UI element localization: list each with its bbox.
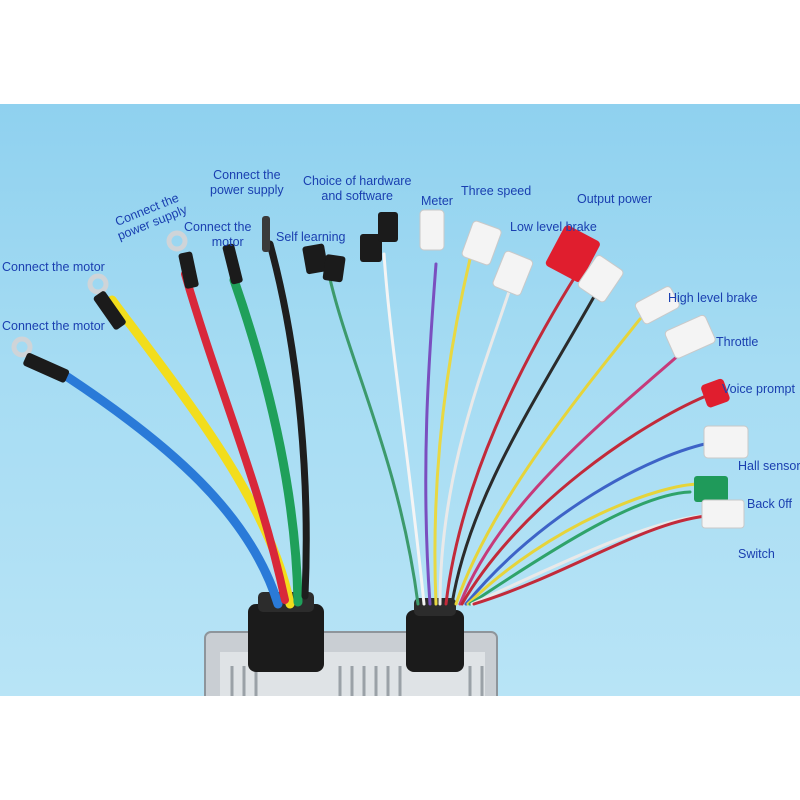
cable-gland-right bbox=[406, 598, 464, 672]
label-meter: Meter bbox=[421, 194, 453, 208]
signal-wires bbox=[328, 252, 716, 606]
label-back-off: Back 0ff bbox=[747, 497, 792, 511]
label-connect-motor-2: Connect the motor bbox=[2, 319, 105, 333]
label-connect-motor-1: Connect the motor bbox=[2, 260, 105, 274]
label-choice-line2: and software bbox=[321, 189, 393, 203]
ring-terminals bbox=[11, 216, 270, 383]
label-output-power: Output power bbox=[577, 192, 653, 206]
label-choice-hardware-software: Choice of hardware and software bbox=[303, 174, 411, 204]
label-switch: Switch bbox=[738, 547, 775, 561]
label-power-supply-line1: Connect the bbox=[213, 168, 281, 182]
label-choice-line1: Choice of hardware bbox=[303, 174, 412, 188]
controller-photo: Connect the motor Connect the motor Conn… bbox=[0, 104, 800, 696]
wire-black-power bbox=[266, 240, 310, 600]
label-low-level-brake: Low level brake bbox=[510, 220, 597, 234]
ring-terminal-1 bbox=[11, 336, 33, 358]
wire-red-power bbox=[181, 270, 289, 604]
power-wires bbox=[55, 240, 310, 609]
label-connect-motor-3-line2: motor bbox=[211, 235, 244, 249]
connectors bbox=[302, 209, 749, 529]
wire-blue-motor bbox=[55, 367, 283, 609]
label-hall-sensor: Hall sensor bbox=[738, 459, 800, 473]
label-voice-prompt: Voice prompt bbox=[722, 382, 795, 396]
label-three-speed: Three speed bbox=[461, 184, 532, 198]
label-connect-motor-3-line1: Connect the bbox=[184, 220, 252, 234]
label-self-learning: Self learning bbox=[276, 230, 346, 244]
label-connect-power-supply: Connect the power supply bbox=[210, 168, 284, 198]
wire-green-motor bbox=[229, 275, 303, 607]
wiring-illustration bbox=[11, 209, 749, 696]
label-connect-motor-3: Connect the motor bbox=[184, 220, 251, 250]
label-high-level-brake: High level brake bbox=[668, 291, 758, 305]
label-throttle: Throttle bbox=[716, 335, 759, 349]
ring-terminal-2 bbox=[87, 273, 109, 295]
label-power-supply-line2: power supply bbox=[210, 183, 284, 197]
ring-terminal-3 bbox=[166, 230, 188, 252]
